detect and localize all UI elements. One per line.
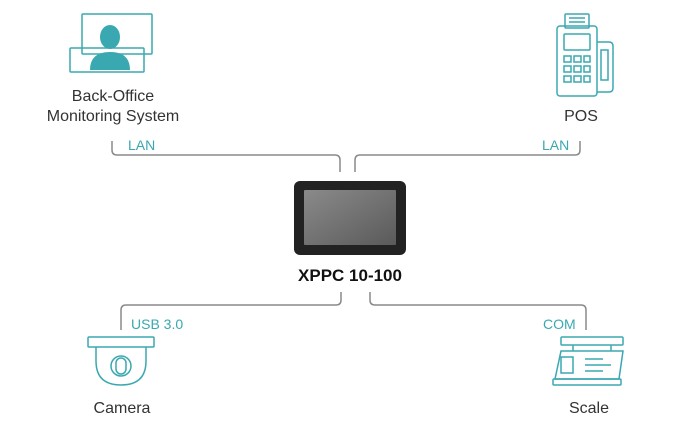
- monitor-person-icon: [69, 13, 153, 73]
- camera-connection-label: USB 3.0: [131, 316, 184, 332]
- camera-label: Camera: [93, 400, 151, 417]
- pos-label: POS: [564, 108, 598, 125]
- line-scale: [369, 292, 587, 330]
- back-office-connection-label: LAN: [128, 137, 156, 153]
- pos-connection-label: LAN: [542, 137, 570, 153]
- scale-connection-label: COM: [543, 316, 576, 332]
- back-office-label: Back-Office Monitoring System: [20, 87, 206, 127]
- panel-pc-icon: [294, 181, 406, 255]
- back-office-label-line2: Monitoring System: [46, 108, 180, 125]
- device-label: XPPC 10-100: [298, 266, 402, 285]
- back-office-label-line1: Back-Office: [71, 88, 155, 105]
- line-back-office: [111, 141, 341, 172]
- dome-camera-icon: [87, 336, 155, 386]
- line-pos: [354, 141, 581, 172]
- pos-terminal-icon: [556, 13, 614, 97]
- scale-label: Scale: [568, 400, 610, 417]
- weighing-scale-icon: [552, 336, 624, 386]
- line-camera: [120, 292, 342, 330]
